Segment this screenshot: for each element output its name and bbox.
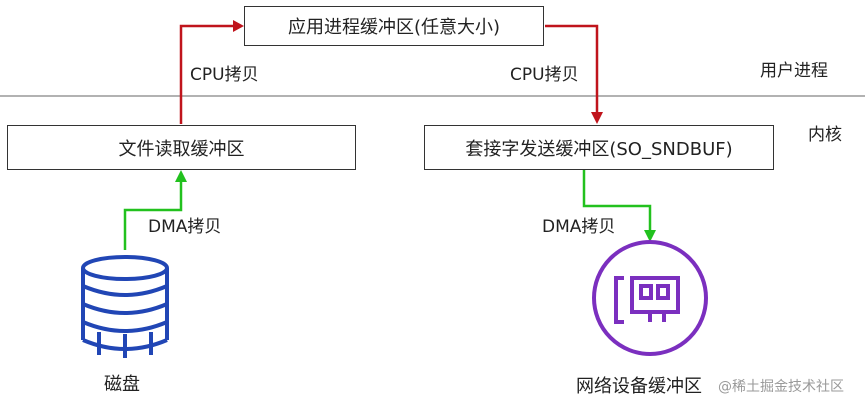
user-process-region-label: 用户进程 xyxy=(760,61,828,81)
cpu-copy-arrow-right-head xyxy=(591,112,603,124)
disk-label: 磁盘 xyxy=(104,374,140,395)
socket-send-buffer-box: 套接字发送缓冲区(SO_SNDBUF) xyxy=(424,125,774,170)
nic-buffer-label: 网络设备缓冲区 xyxy=(576,376,702,397)
cpu-copy-arrow-left xyxy=(179,24,235,124)
cpu-copy-label-right: CPU拷贝 xyxy=(510,65,579,85)
cpu-copy-arrow-left-head xyxy=(233,20,244,32)
dma-copy-arrow-right-head xyxy=(644,230,656,242)
cpu-copy-arrow-right xyxy=(545,24,599,114)
dma-copy-arrow-left-head xyxy=(175,170,187,182)
network-card-icon xyxy=(592,240,708,356)
kernel-region-label: 内核 xyxy=(808,125,842,145)
watermark: @稀土掘金技术社区 xyxy=(718,379,844,395)
dma-copy-arrow-left xyxy=(123,180,183,250)
dma-copy-label-left: DMA拷贝 xyxy=(148,217,222,237)
disk-icon xyxy=(81,255,169,358)
app-process-buffer-box: 应用进程缓冲区(任意大小) xyxy=(244,6,544,46)
cpu-copy-label-left: CPU拷贝 xyxy=(190,65,259,85)
dma-copy-label-right: DMA拷贝 xyxy=(542,217,616,237)
dma-copy-arrow-right xyxy=(582,170,652,232)
file-read-buffer-box: 文件读取缓冲区 xyxy=(7,125,356,170)
